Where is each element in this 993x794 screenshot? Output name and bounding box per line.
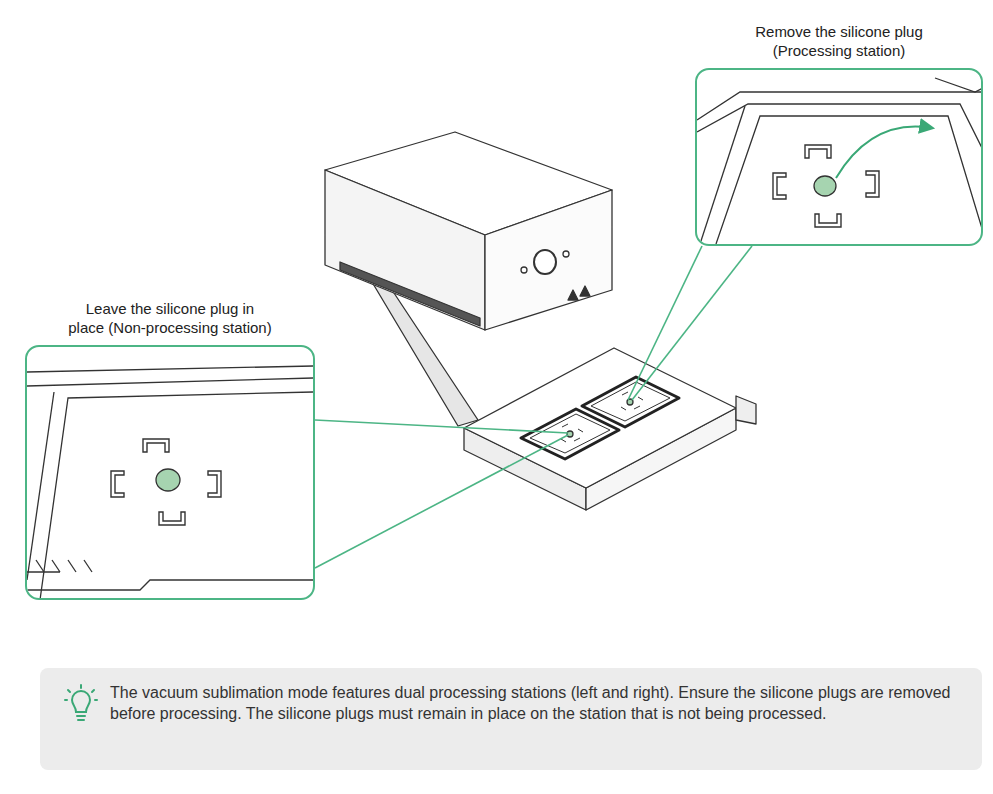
callout-ground <box>27 347 313 598</box>
hood-side <box>325 170 485 330</box>
callout-ground <box>697 70 981 244</box>
callout-detail-left <box>27 347 313 598</box>
station-inner <box>530 414 610 453</box>
callout-frame: Leave the silicone plug in place (Non-pr… <box>25 345 315 600</box>
clip <box>815 214 841 227</box>
bulb-base <box>77 716 85 720</box>
bulb-glass <box>72 691 90 712</box>
callout-heading: Leave the silicone plug in place (Non-pr… <box>68 299 272 337</box>
tray-edge <box>27 580 313 590</box>
silicone-plug <box>156 469 180 491</box>
clip <box>773 173 786 199</box>
device-drawing <box>325 132 756 510</box>
tray-wall <box>27 392 54 580</box>
note-text: The vacuum sublimation mode features dua… <box>110 682 958 724</box>
leader-line <box>315 420 568 433</box>
leader-lines <box>315 246 752 568</box>
clip-set <box>773 145 879 227</box>
tray-handle <box>736 396 756 424</box>
clip <box>208 471 221 497</box>
remove-arrow <box>836 127 932 178</box>
tray-rim <box>697 104 981 150</box>
callout-frame: Remove the silicone plug (Processing sta… <box>695 68 983 246</box>
hood-vent <box>340 262 480 326</box>
clip-marks <box>561 392 643 442</box>
leader-line <box>632 246 752 400</box>
tray-corner <box>935 78 981 92</box>
note-box: The vacuum sublimation mode features dua… <box>40 668 982 770</box>
triangle-mark <box>568 290 578 300</box>
clip <box>805 145 831 158</box>
callout-heading: Remove the silicone plug (Processing sta… <box>732 22 946 60</box>
tray-grid <box>27 560 92 572</box>
callout-detail-right <box>697 70 981 244</box>
hood-front <box>485 190 612 330</box>
silicone-plug <box>567 431 573 437</box>
station-inner <box>591 382 670 421</box>
power-button <box>534 250 556 274</box>
tray-rim <box>27 366 313 372</box>
silicone-plug <box>814 176 836 196</box>
clip <box>159 512 185 525</box>
bulb-rays <box>65 685 97 700</box>
tray-top <box>464 348 736 488</box>
clip-mark <box>621 392 643 410</box>
clip <box>111 471 124 497</box>
tray-wall <box>716 116 981 244</box>
triangle-mark <box>580 286 590 296</box>
indicator <box>521 267 527 273</box>
tray-rim <box>27 378 313 386</box>
bulb-icon <box>65 685 97 720</box>
clip-set <box>111 439 221 525</box>
clip <box>143 439 169 452</box>
leader-line <box>315 435 568 568</box>
indicator <box>563 251 569 257</box>
leader-line <box>628 246 702 400</box>
clip <box>866 171 879 197</box>
station-right <box>582 377 679 427</box>
bulb-icon <box>64 684 98 724</box>
tray-wall <box>700 106 745 244</box>
tray-wall <box>40 392 313 598</box>
